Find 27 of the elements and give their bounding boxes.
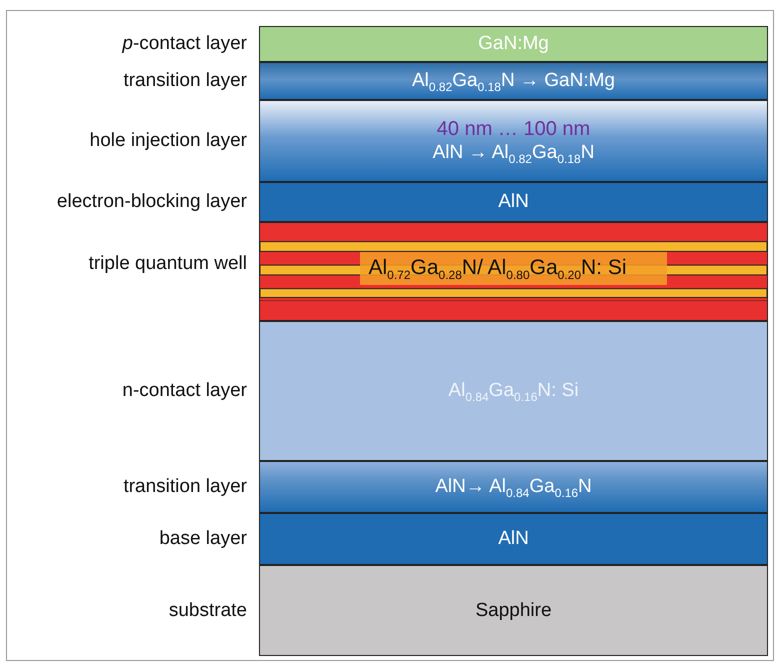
layer-band (259, 565, 768, 656)
layer-name: electron-blocking layer (56, 191, 247, 213)
layer-band (259, 26, 768, 62)
composition-text: Al$_{0.82}$Ga$_{0.18}$N → GaN:Mg (412, 69, 615, 93)
layer-name: transition layer (123, 476, 247, 498)
composition-text: GaN:Mg (478, 32, 549, 56)
layer-band (259, 182, 768, 222)
layer-band (259, 100, 768, 182)
layer-band (259, 321, 768, 461)
composition-text: Al$_{0.84}$Ga$_{0.16}$N: Si (448, 379, 579, 403)
composition-text: AlN → Al$_{0.82}$Ga$_{0.18}$N (432, 141, 594, 165)
composition-text: AlN (498, 527, 529, 551)
layer-name: p-contact layer (122, 33, 247, 55)
layer-name: substrate (168, 600, 247, 622)
layer-band (259, 62, 768, 100)
layer-name: transition layer (123, 70, 247, 92)
composition-text: Al$_{0.72}$Ga$_{0.28}$N/ Al$_{0.80}$Ga$_{0.20}$N: Si (360, 252, 667, 285)
layer-band (259, 513, 768, 565)
layer-band (259, 461, 768, 513)
composition-text: AlN (498, 190, 529, 214)
layer-name: hole injection layer (90, 130, 247, 152)
layer-name: base layer (159, 528, 247, 550)
composition-text: AlN→ Al$_{0.84}$Ga$_{0.16}$N (435, 475, 592, 499)
layer-name: n-contact layer (122, 380, 247, 402)
thickness-text: 40 nm … 100 nm (436, 117, 590, 141)
composition-text: Sapphire (475, 598, 552, 622)
layer-name: triple quantum well (88, 253, 247, 275)
